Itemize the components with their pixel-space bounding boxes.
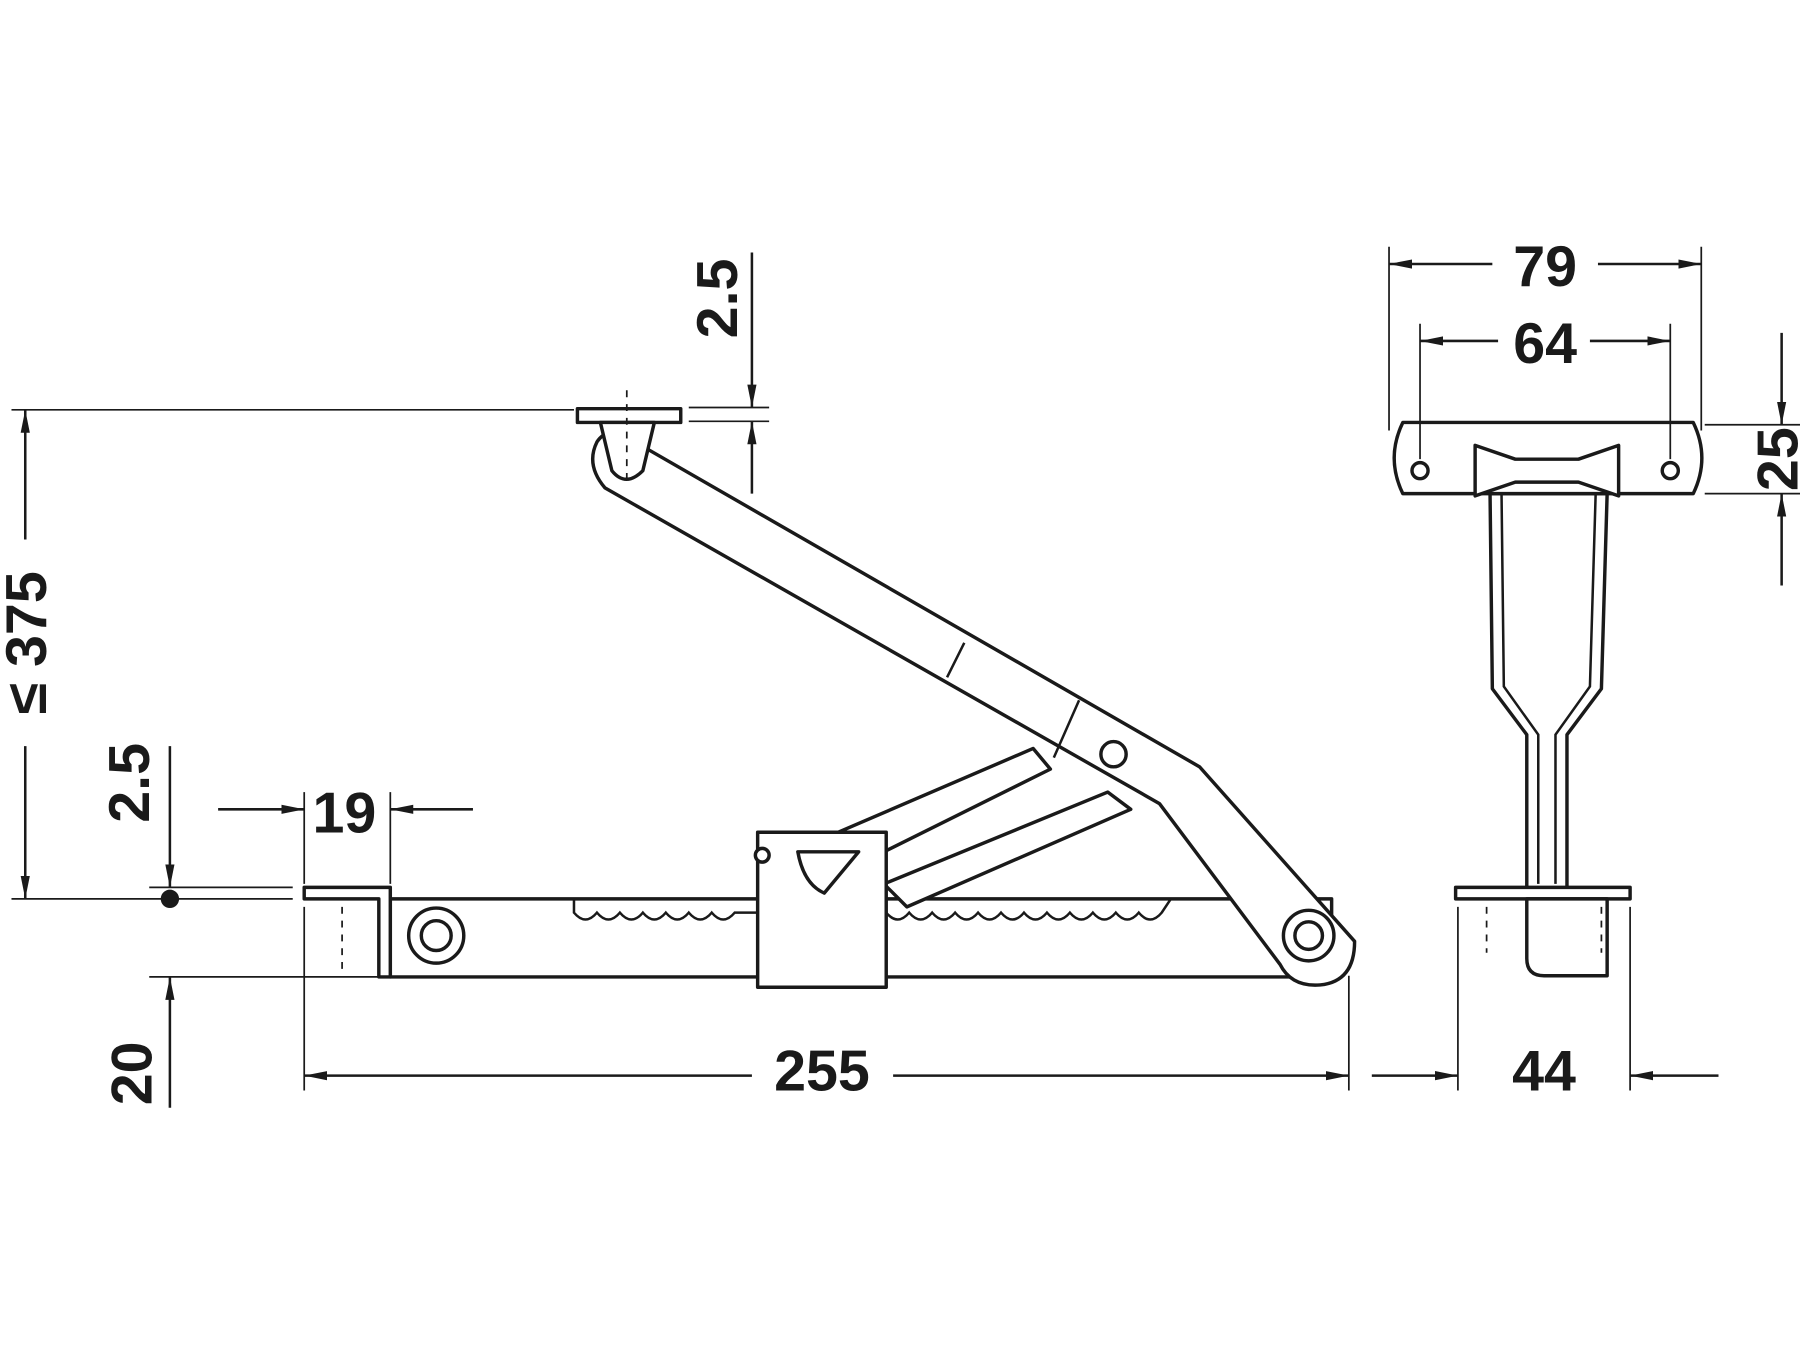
dimension-lines xyxy=(11,246,1800,1108)
dim-top-plate-thickness: 2.5 xyxy=(686,259,750,339)
release-lever xyxy=(796,850,861,895)
support-arm-lower xyxy=(882,790,1133,909)
rack-teeth xyxy=(572,898,1172,921)
side-view xyxy=(302,390,1357,989)
bowtie-clip xyxy=(1473,443,1621,498)
base-bracket xyxy=(302,885,393,979)
dim-base-offset: 19 xyxy=(312,781,376,845)
dim-plate-height: 25 xyxy=(1747,427,1800,491)
dim-base-plate-thickness: 2.5 xyxy=(98,743,162,823)
pivot-mid xyxy=(1099,739,1128,769)
end-hole-right xyxy=(1660,460,1681,481)
dim-total-length: 255 xyxy=(774,1040,870,1104)
dim-max-height: ≤ 375 xyxy=(0,571,59,714)
dim-plate-width: 79 xyxy=(1513,235,1577,299)
dim-hole-spacing: 64 xyxy=(1513,312,1577,376)
end-hole-left xyxy=(1410,460,1430,481)
end-block xyxy=(1525,897,1609,978)
top-plate xyxy=(575,406,683,425)
end-view xyxy=(1392,420,1704,978)
dim-side-depth: 44 xyxy=(1512,1040,1576,1104)
dim-base-height: 20 xyxy=(101,1041,165,1105)
